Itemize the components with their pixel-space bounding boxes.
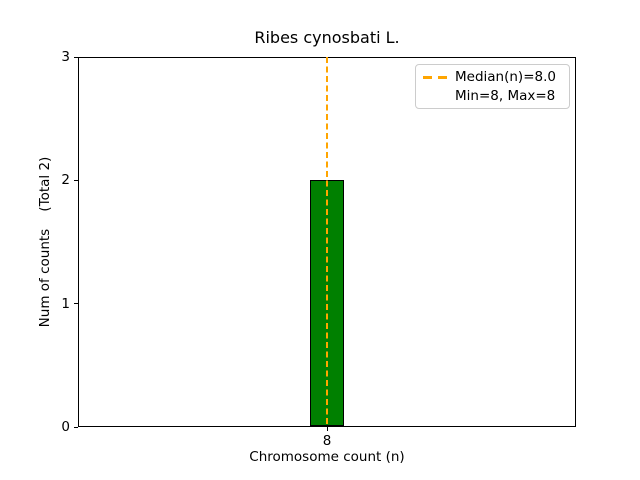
y-tick-label: 3 bbox=[61, 49, 70, 65]
legend-entry-minmax: Min=8, Max=8 bbox=[423, 87, 562, 106]
y-tick-label: 1 bbox=[61, 295, 70, 312]
chart-title: Ribes cynosbati L. bbox=[254, 28, 400, 47]
y-tick-mark bbox=[74, 303, 78, 305]
y-tick-mark bbox=[74, 426, 78, 428]
y-tick-mark bbox=[74, 56, 78, 58]
legend-entry-median: Median(n)=8.0 bbox=[423, 68, 562, 87]
legend-label-minmax: Min=8, Max=8 bbox=[455, 87, 556, 104]
median-line bbox=[325, 57, 329, 426]
median-dashed-line-icon bbox=[423, 76, 447, 79]
y-tick-label: 0 bbox=[61, 419, 70, 435]
y-tick-mark bbox=[74, 179, 78, 182]
x-tick-label: 8 bbox=[322, 433, 332, 449]
x-tick-mark bbox=[326, 427, 328, 431]
legend-blank-handle bbox=[423, 95, 447, 98]
legend: Median(n)=8.0 Min=8, Max=8 bbox=[415, 64, 570, 109]
legend-label-median: Median(n)=8.0 bbox=[455, 69, 556, 86]
y-tick-label: 2 bbox=[61, 172, 70, 189]
x-axis-label: Chromosome count (n) bbox=[249, 449, 405, 465]
